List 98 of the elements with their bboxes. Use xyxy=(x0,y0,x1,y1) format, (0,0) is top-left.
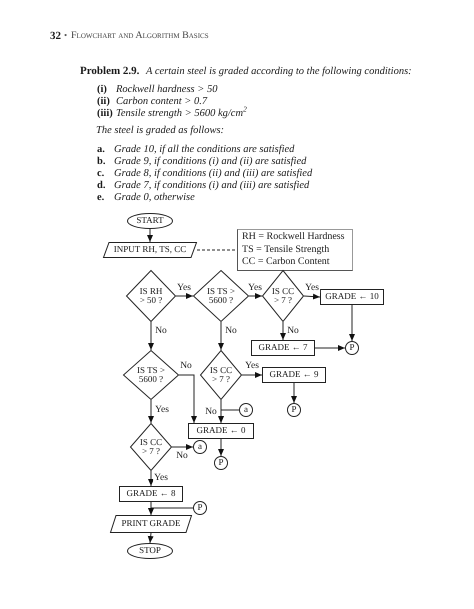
connector-circle xyxy=(193,440,207,454)
terminal-oval xyxy=(127,213,173,229)
node-text: GRADE ← 7 xyxy=(258,343,308,353)
arrow xyxy=(291,382,297,404)
connector-letter: P xyxy=(349,343,354,353)
node-text: GRADE ← 9 xyxy=(270,370,318,380)
arrow xyxy=(218,438,224,456)
edge-label: Yes xyxy=(244,360,260,372)
connector-circle xyxy=(345,341,359,355)
arrow xyxy=(304,294,320,300)
process-box xyxy=(188,423,254,439)
body-text: • xyxy=(64,30,68,41)
node-text: IS CC > 7 ? xyxy=(209,366,233,384)
arrow xyxy=(148,470,154,486)
node-text: IS RH > 50 ? xyxy=(138,286,164,306)
terminal-oval xyxy=(127,543,173,559)
body-text: Rockwell hardness > 50 xyxy=(116,84,218,96)
item-marker: (i) xyxy=(97,84,107,96)
node-text: START xyxy=(136,216,164,226)
edge-label: No xyxy=(154,326,168,336)
node-text: STOP xyxy=(139,546,161,556)
edge-label: No xyxy=(204,406,218,418)
connector-letter: a xyxy=(198,442,202,452)
item-marker: b. xyxy=(97,156,106,169)
edge-label: Yes xyxy=(247,282,263,294)
body-text: Grade 7, if conditions (i) and (iii) are satisfied xyxy=(114,180,310,192)
input-output-parallelogram xyxy=(103,242,197,258)
arrow xyxy=(176,293,194,299)
edge-label: No xyxy=(175,450,189,462)
node-text: CC = Carbon Content xyxy=(242,256,330,269)
process-box xyxy=(119,486,183,502)
arrow xyxy=(148,400,154,424)
connector-letter: P xyxy=(218,458,224,468)
item-marker: c. xyxy=(97,168,104,180)
item-marker: (iii) xyxy=(97,108,113,121)
edge-label: Yes xyxy=(153,472,169,484)
body-text: Carbon content > 0.7 xyxy=(116,96,208,108)
arrow xyxy=(218,410,240,424)
node-text: GRADE ← 10 xyxy=(325,292,379,302)
item-marker: (ii) xyxy=(97,96,110,108)
item-marker: d. xyxy=(97,180,106,193)
node-text: GRADE ← 8 xyxy=(126,489,176,499)
connector-letter: P xyxy=(197,503,202,513)
body-text: A certain steel is graded according to the following conditions: xyxy=(146,66,412,79)
decision-diamond xyxy=(126,270,176,322)
arrow xyxy=(172,444,194,450)
node-text: TS = Tensile Strength xyxy=(242,244,330,256)
arrow xyxy=(218,322,224,350)
body-text: Grade 8, if conditions (ii) and (iii) are satisfied xyxy=(114,168,312,180)
process-box xyxy=(251,340,315,356)
running-header: Flowchart and Algorithm Basics xyxy=(71,30,209,42)
node-text: IS CC > 7 ? xyxy=(271,286,295,306)
edge-label: No xyxy=(286,326,300,336)
input-output-parallelogram xyxy=(110,515,192,533)
item-marker: 32 xyxy=(50,30,61,44)
node-text: IS CC > 7 ? xyxy=(139,438,163,456)
decision-diamond xyxy=(193,270,249,322)
decision-diamond xyxy=(123,350,179,400)
body-text: The steel is graded as follows: xyxy=(96,125,224,138)
edge-label: No xyxy=(224,326,238,336)
connector-letter: a xyxy=(244,405,248,415)
arrow xyxy=(148,508,194,516)
node-text: INPUT RH, TS, CC xyxy=(114,245,186,255)
body-text: Tensile strength > 5600 kg/cm$^{2}$ xyxy=(116,108,247,121)
process-box xyxy=(320,289,384,305)
connector-circle xyxy=(287,403,301,417)
connector-circle xyxy=(193,501,207,515)
arrow xyxy=(248,293,262,299)
connector-circle xyxy=(214,456,228,470)
node-text: IS TS > 5600 ? xyxy=(206,286,236,306)
node-text: RH = Rockwell Hardness xyxy=(242,231,345,244)
arrow xyxy=(280,322,286,340)
arrow xyxy=(242,372,262,378)
body-text: Grade 9, if conditions (i) and (ii) are satisfied xyxy=(114,156,306,168)
process-box xyxy=(262,367,326,383)
arrow xyxy=(148,322,154,350)
arrow xyxy=(349,304,355,342)
node-text: PRINT GRADE xyxy=(121,519,181,529)
connector-letter: P xyxy=(291,405,296,415)
item-marker: e. xyxy=(97,192,104,205)
arrow xyxy=(314,345,346,351)
node-text: GRADE ← 0 xyxy=(196,426,246,436)
decision-diamond xyxy=(262,270,304,322)
node-text: IS TS > 5600 ? xyxy=(136,366,166,384)
decision-diamond xyxy=(200,350,242,400)
body-text: Grade 0, otherwise xyxy=(114,192,195,205)
body-text: Grade 10, if all the conditions are satisfied xyxy=(114,144,294,156)
edge-label: Yes xyxy=(176,282,192,294)
edge-label: Yes xyxy=(304,282,320,294)
decision-diamond xyxy=(130,423,172,471)
item-marker: a. xyxy=(97,144,105,156)
arrow xyxy=(178,374,197,424)
edge-label: No xyxy=(179,360,193,372)
connector-circle xyxy=(239,403,253,417)
edge-label: Yes xyxy=(154,404,170,416)
item-marker: Problem 2.9. xyxy=(80,65,140,78)
arrow xyxy=(147,228,153,242)
arrow xyxy=(148,532,154,544)
